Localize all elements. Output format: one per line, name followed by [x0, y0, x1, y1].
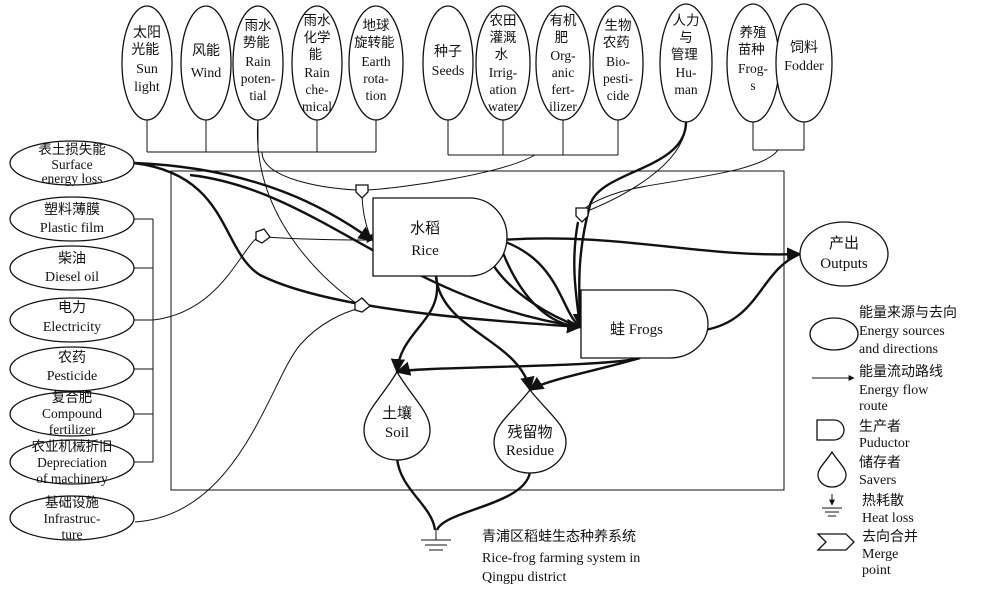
legend-flow-en1: Energy flow: [859, 383, 929, 398]
system-label-zh: 青浦区稻蛙生态种养系统: [482, 529, 636, 545]
left-source-connectors: [134, 218, 154, 463]
legend-heat-en1: Heat loss: [862, 511, 914, 526]
legend-source-zh: 能量来源与去向: [859, 305, 957, 321]
svg-text:生物农药 Bio-pesti-cide: 生物农药 Bio-pesti-cide: [603, 18, 634, 103]
saver-soil: 土壤 Soil: [363, 370, 431, 461]
saver-residue: 残留物 Residue: [493, 388, 567, 474]
svg-text:人力与管理 Hu-man: 人力与管理 Hu-man: [671, 13, 701, 97]
source-frog-seedlings: 养殖苗种 Frog-s: [726, 3, 780, 123]
outputs-en-label: Outputs: [820, 256, 868, 272]
rice-en-label: Rice: [411, 243, 439, 259]
thick-flow-routes: [133, 121, 802, 531]
legend-flow-en2: route: [859, 399, 888, 414]
legend-producer-symbol: [816, 419, 845, 441]
legend-flow-zh: 能量流动路线: [859, 364, 943, 380]
legend-saver-zh: 储存者: [859, 455, 901, 471]
rice-zh-label: 水稻: [410, 220, 440, 237]
system-label: 青浦区稻蛙生态种养系统 Rice-frog farming system in …: [482, 529, 640, 585]
legend-merge-zh: 去向合并: [862, 529, 918, 545]
system-label-en1: Rice-frog farming system in: [482, 551, 640, 566]
legend-heat-zh: 热耗散: [862, 493, 904, 509]
system-label-en2: Qingpu district: [482, 570, 566, 585]
svg-text:养殖苗种 Frog-s: 养殖苗种 Frog-s: [738, 24, 769, 93]
legend-heat-symbol: [822, 494, 842, 517]
heat-sink-symbol: [421, 530, 451, 551]
residue-zh-label: 残留物: [507, 424, 552, 441]
source-bio-pesticide: 生物农药 Bio-pesti-cide: [592, 5, 644, 121]
legend-source-symbol: [809, 317, 859, 351]
residue-en-label: Residue: [506, 443, 555, 459]
outputs-zh-label: 产出: [829, 235, 859, 252]
legend-merge-en2: point: [862, 563, 891, 578]
legend-source-en2: and directions: [859, 342, 938, 357]
system-boundary: [170, 170, 785, 491]
legend-producer-en1: Puductor: [859, 436, 910, 451]
soil-zh-label: 土壤: [382, 404, 412, 422]
top-source-connectors: [146, 118, 805, 156]
outputs-node: 产出 Outputs: [799, 221, 889, 287]
legend-source-en1: Energy sources: [859, 324, 945, 339]
legend-merge-symbol: [816, 533, 855, 551]
soil-en-label: Soil: [385, 425, 409, 441]
frogs-label: 蛙 Frogs: [610, 321, 663, 338]
legend-saver-en1: Savers: [859, 473, 896, 488]
producer-frogs: 蛙 Frogs: [580, 289, 709, 359]
merge-points: [255, 184, 589, 313]
legend-saver-symbol: [817, 450, 847, 488]
source-human: 人力与管理 Hu-man: [659, 3, 713, 123]
legend-merge-en1: Merge: [862, 547, 898, 562]
producer-rice: 水稻 Rice: [372, 197, 508, 277]
legend-producer-zh: 生产者: [859, 419, 901, 435]
legend: 能量来源与去向 Energy sources and directions 能量…: [809, 305, 957, 578]
